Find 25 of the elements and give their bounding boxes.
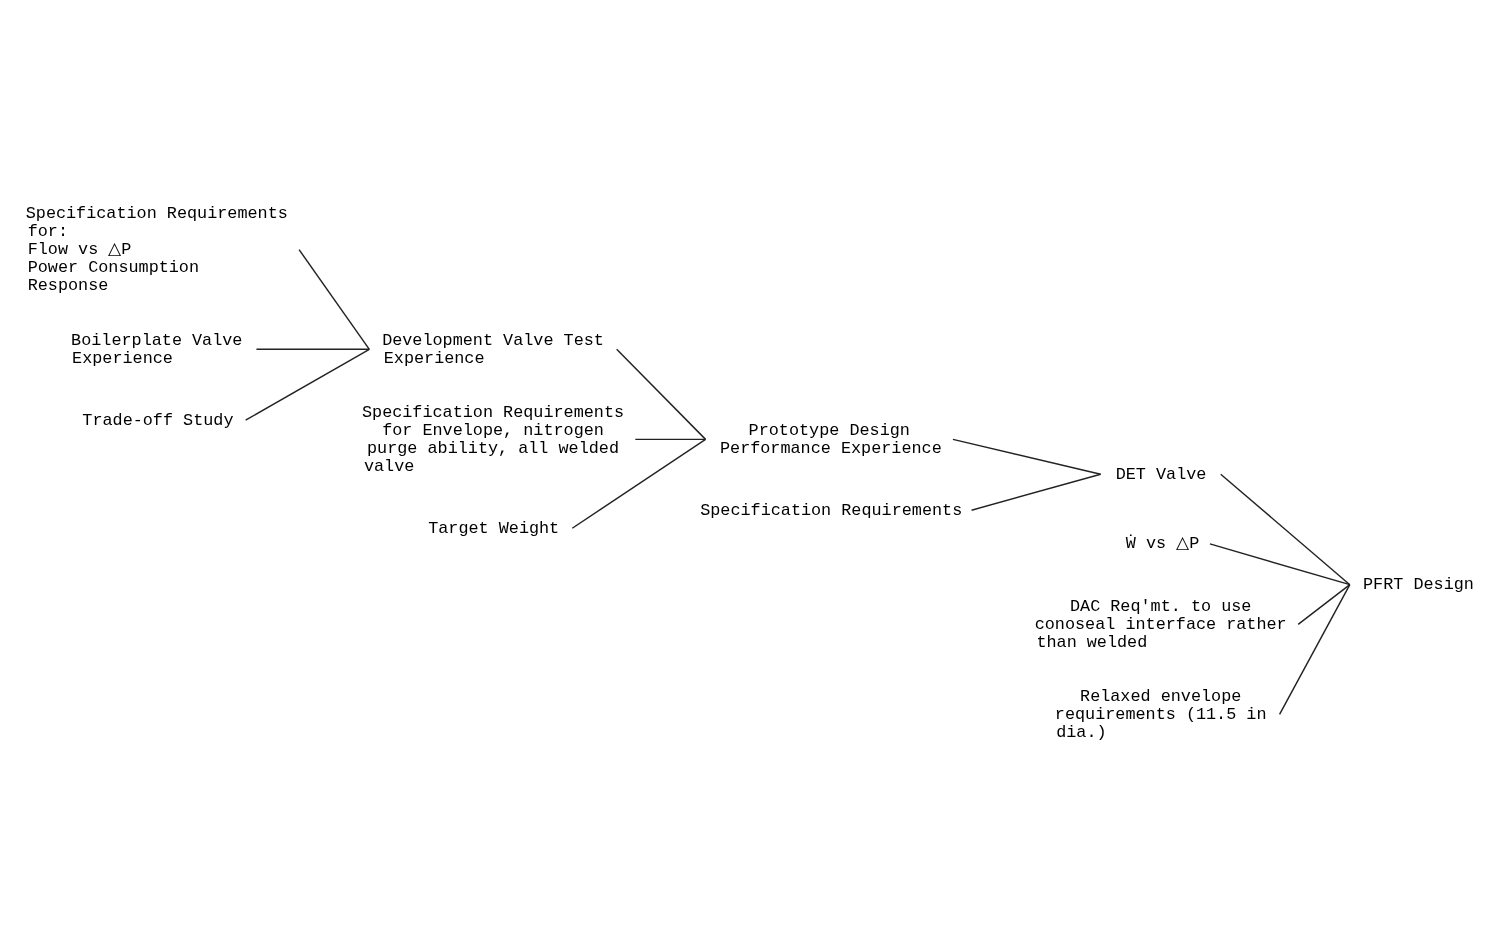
node-text: Target Weight	[427, 518, 559, 538]
connector	[1208, 543, 1351, 586]
node-text: Prototype Design Performance Experience	[719, 420, 942, 458]
connector	[1278, 583, 1351, 716]
node-text: PFRT Design	[1362, 575, 1474, 595]
node-text: Specification Requirements for: Flow vs △P Power Consumption Response	[25, 204, 288, 296]
node-text: Boilerplate Valve Experience	[70, 330, 242, 368]
node-text: Relaxed envelope requirements (11.5 in dia.)	[1054, 686, 1267, 742]
connector	[244, 348, 370, 421]
connector	[615, 348, 706, 441]
node-text: Ẇ vs △P	[1125, 534, 1199, 554]
node-text: Specification Requirements for Envelope, nitrogen purge ability, all welded valve	[361, 402, 624, 476]
node-text: DET Valve	[1115, 464, 1206, 484]
node-text: Development Valve Test Experience	[381, 330, 604, 368]
connector	[297, 248, 370, 351]
connector	[1219, 473, 1351, 586]
connector	[634, 438, 706, 441]
connector	[951, 438, 1101, 475]
connector	[571, 438, 706, 529]
connector	[1296, 583, 1351, 626]
connector	[970, 473, 1101, 511]
connector	[255, 348, 370, 351]
node-text: DAC Req'mt. to use conoseal interface rather than welded	[1034, 596, 1287, 652]
node-text: Trade-off Study	[81, 410, 234, 430]
node-text: Specification Requirements	[699, 500, 962, 520]
